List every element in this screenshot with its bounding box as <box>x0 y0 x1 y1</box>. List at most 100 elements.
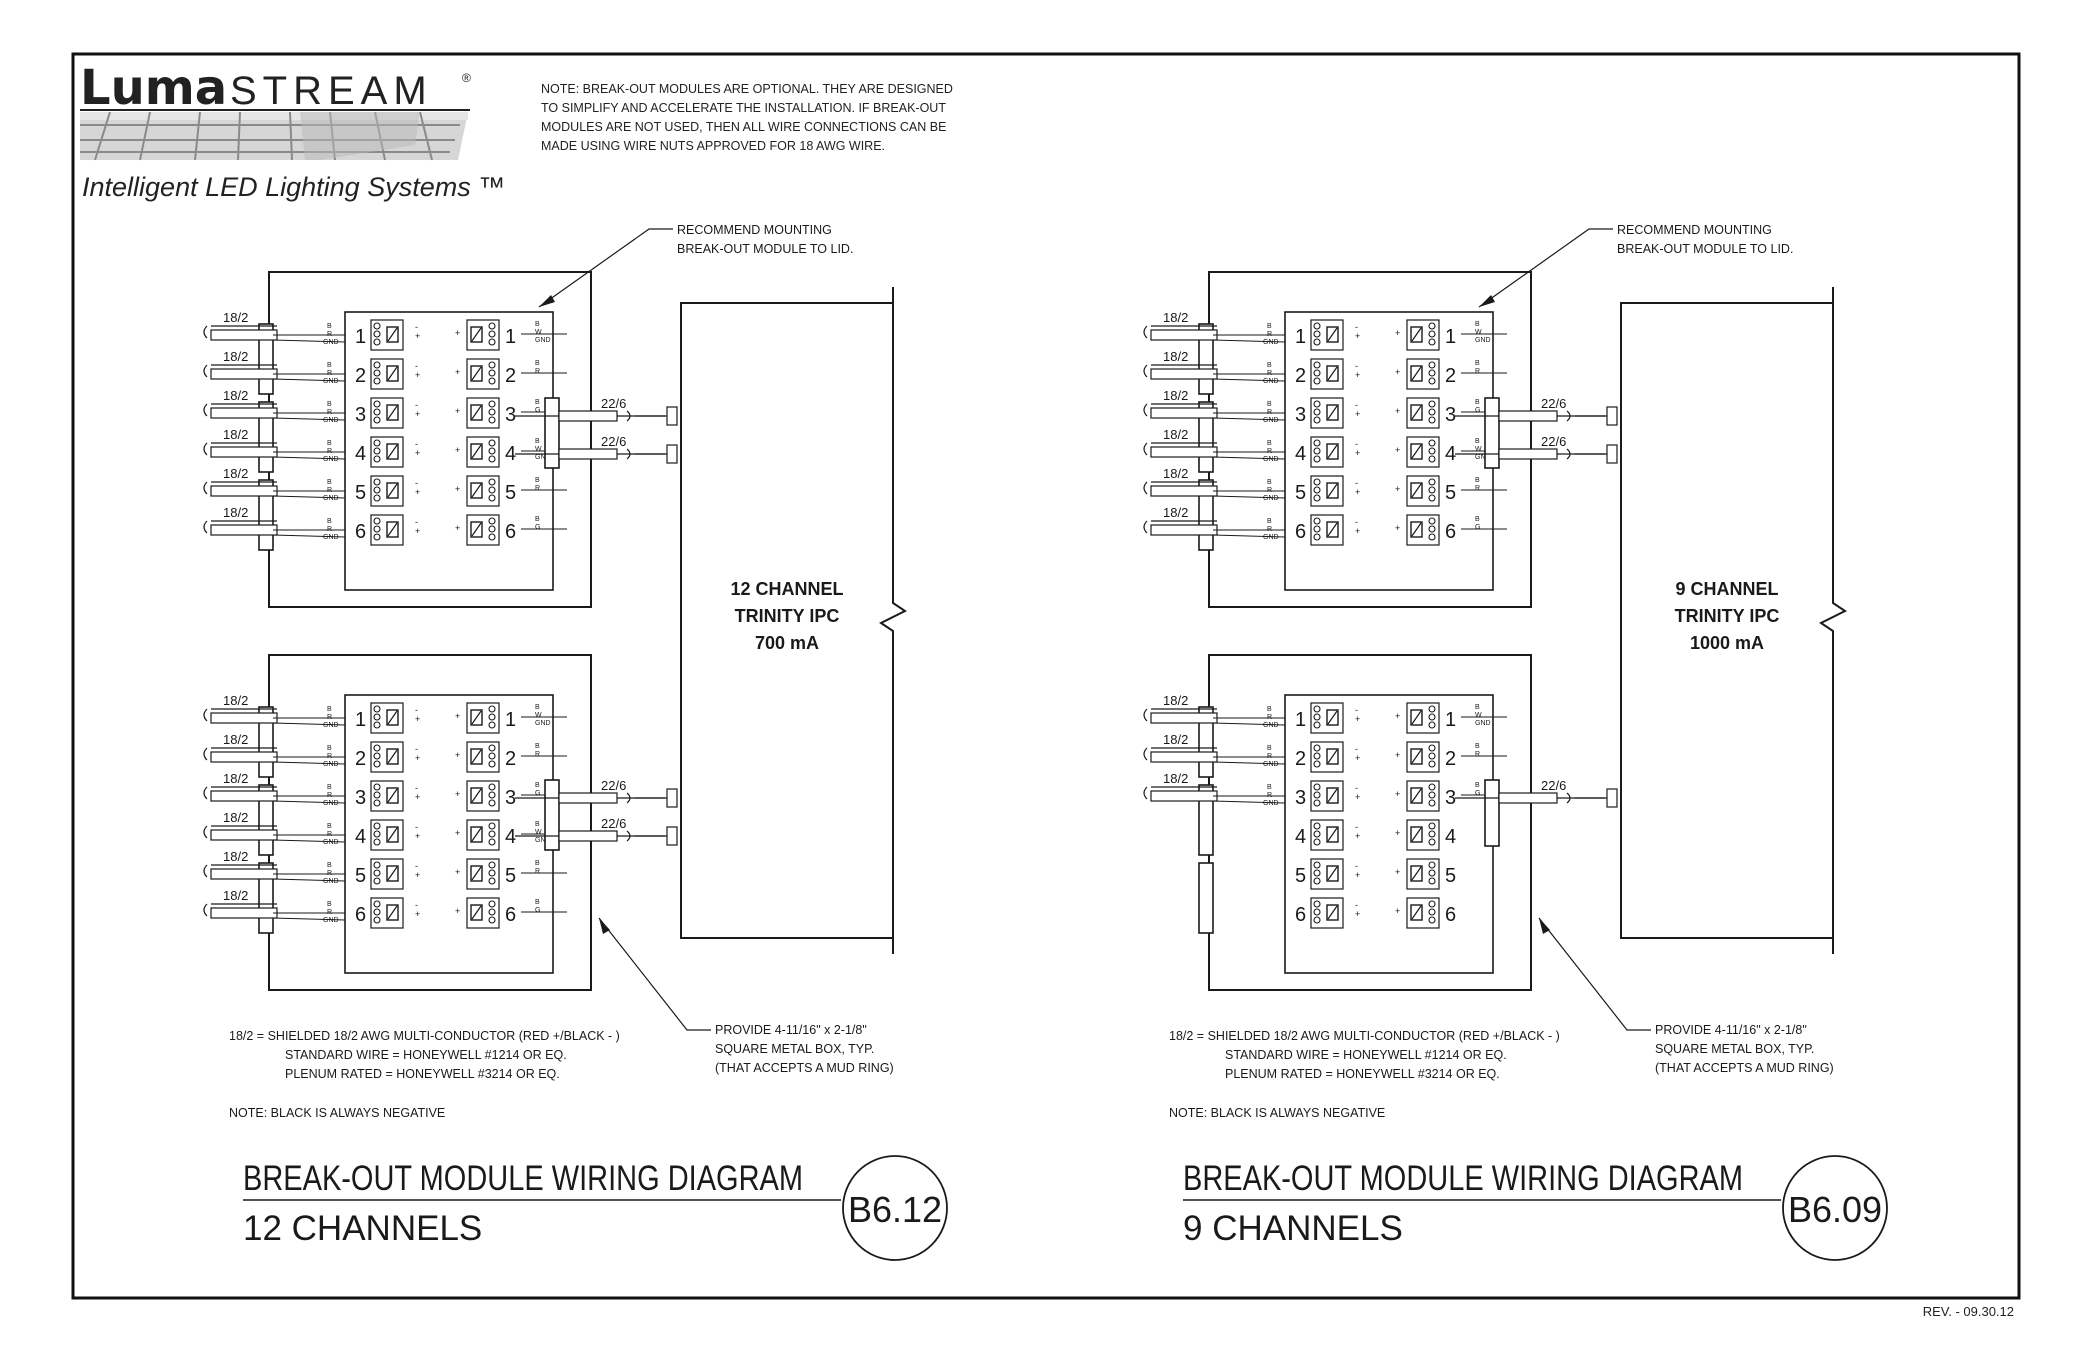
terminal-label: GND <box>323 417 339 424</box>
cable-end <box>626 448 631 460</box>
terminal-label: R <box>1475 485 1480 492</box>
wire-lead <box>272 722 346 726</box>
terminal-label: B <box>327 440 332 447</box>
terminal-label: R <box>327 487 332 494</box>
terminal-slash <box>1411 710 1422 725</box>
terminal-label: B <box>327 479 332 486</box>
channel-number: 4 <box>355 443 366 465</box>
left-terminal-block <box>1310 475 1344 507</box>
channel-number: 1 <box>505 709 516 731</box>
terminal-label: R <box>1267 526 1272 533</box>
polarity-mark: + <box>415 448 420 458</box>
terminal-label: R <box>1267 487 1272 494</box>
polarity-mark: - <box>1355 478 1358 488</box>
cable-end <box>203 708 208 722</box>
terminal-pin <box>1313 877 1321 885</box>
polarity-mark: + <box>1395 906 1400 916</box>
channel-number: 2 <box>505 365 516 387</box>
polarity-mark: + <box>1355 331 1360 341</box>
wire-size-label: 22/6 <box>1541 778 1566 793</box>
terminal-label: B <box>1475 743 1480 750</box>
diagram-badge: B6.09 <box>1788 1189 1882 1230</box>
terminal-label: B <box>1267 440 1272 447</box>
left-terminal-block <box>370 897 404 929</box>
terminal-pin <box>1313 369 1321 377</box>
channel-number: 4 <box>1445 443 1456 465</box>
wire-size-label: 18/2 <box>223 349 248 364</box>
channel-number: 5 <box>1295 865 1306 887</box>
channel-number: 4 <box>1445 826 1456 848</box>
terminal-slash <box>1411 788 1422 803</box>
terminal-slash <box>1411 866 1422 881</box>
terminal-label: GND <box>1475 454 1491 461</box>
cable-sheath <box>1150 368 1218 380</box>
channel-number: 2 <box>505 748 516 770</box>
polarity-mark: - <box>415 783 418 793</box>
left-terminal-block <box>1310 741 1344 773</box>
terminal-label: GND <box>1263 378 1279 385</box>
cable-end <box>1566 792 1571 804</box>
controller-connector <box>666 444 678 464</box>
terminal-pin <box>488 377 496 385</box>
terminal-label: B <box>1267 518 1272 525</box>
terminal-label: B <box>1267 401 1272 408</box>
cable-end <box>1143 481 1148 495</box>
terminal-slash <box>1327 366 1338 381</box>
cable-end <box>1143 708 1148 722</box>
terminal-label: B <box>327 706 332 713</box>
controller-connector <box>1606 788 1618 808</box>
terminal-pin <box>1313 322 1321 330</box>
controller-label: TRINITY IPC <box>1675 606 1780 626</box>
terminal-label: W <box>535 712 542 719</box>
channel-number: 1 <box>355 326 366 348</box>
polarity-mark: + <box>1395 711 1400 721</box>
cable-clamp <box>1198 862 1214 934</box>
terminal-label: GND <box>323 761 339 768</box>
polarity-mark: + <box>1395 789 1400 799</box>
terminal-pin <box>1428 744 1436 752</box>
terminal-pin <box>373 908 381 916</box>
wire-lead <box>1212 339 1286 343</box>
channel-number: 4 <box>355 826 366 848</box>
terminal-pin <box>373 877 381 885</box>
terminal-slash <box>1327 749 1338 764</box>
cable-end <box>203 481 208 495</box>
left-terminal-block <box>1310 514 1344 546</box>
terminal-slash <box>471 749 482 764</box>
lumastream-logo: Luma STREAM ® Intelligent LED Lighting S… <box>80 60 505 202</box>
cable-sheath <box>210 524 278 536</box>
terminal-label: B <box>1267 706 1272 713</box>
polarity-mark: + <box>1355 526 1360 536</box>
terminal-pin <box>373 455 381 463</box>
terminal-pin <box>1313 486 1321 494</box>
channel-number: 4 <box>1295 443 1306 465</box>
cable-sheath <box>210 485 278 497</box>
terminal-slash <box>471 327 482 342</box>
terminal-slash <box>387 827 398 842</box>
terminal-slash <box>471 444 482 459</box>
wire-lead <box>1212 761 1286 765</box>
cable-sheath <box>210 368 278 380</box>
legend-text: PLENUM RATED = HONEYWELL #3214 OR EQ. <box>285 1067 560 1081</box>
terminal-label: R <box>1267 792 1272 799</box>
terminal-label: GND <box>535 837 551 844</box>
wire-lead <box>272 534 346 538</box>
terminal-pin <box>1428 439 1436 447</box>
terminal-slash <box>471 827 482 842</box>
polarity-mark: + <box>455 750 460 760</box>
cable-end <box>1143 325 1148 339</box>
terminal-pin <box>1313 752 1321 760</box>
terminal-label: B <box>1267 479 1272 486</box>
terminal-pin <box>1313 439 1321 447</box>
callout-arrowhead <box>1479 295 1495 307</box>
polarity-mark: - <box>415 822 418 832</box>
terminal-pin <box>1313 760 1321 768</box>
cable-end <box>1143 403 1148 417</box>
wire-lead <box>1212 417 1286 421</box>
terminal-pin <box>373 822 381 830</box>
terminal-label: B <box>327 784 332 791</box>
terminal-label: W <box>535 329 542 336</box>
callout-leader <box>538 228 673 308</box>
right-terminal-block <box>466 858 500 890</box>
polarity-mark: - <box>415 439 418 449</box>
